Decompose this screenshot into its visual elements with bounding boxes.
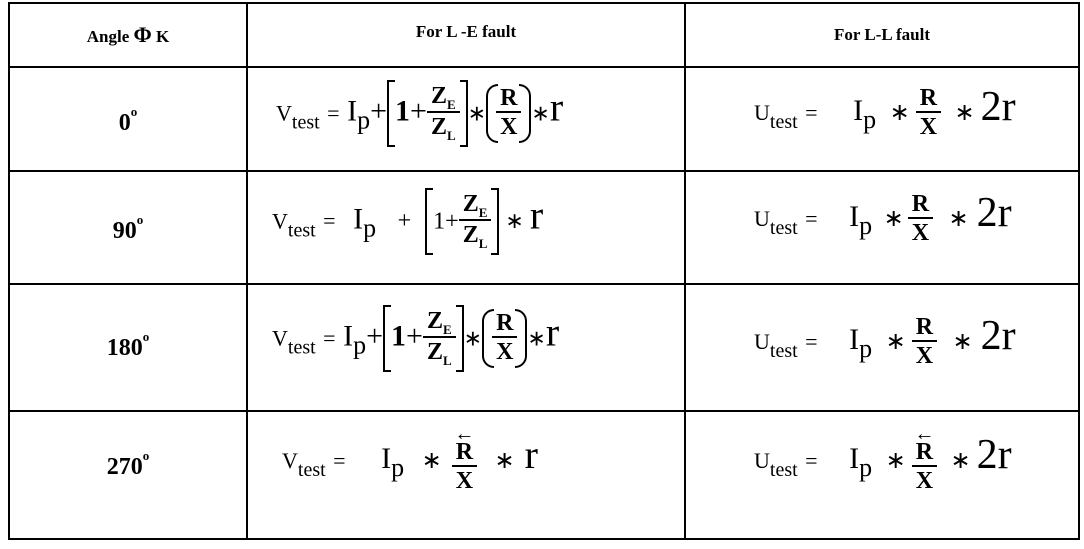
header-angle-k: K (156, 27, 170, 46)
angle-cell: 180o (8, 283, 248, 412)
header-angle: Angle Φ K (8, 2, 248, 68)
degree-mark: o (142, 448, 150, 463)
angle-value: 0 (118, 110, 131, 136)
degree-mark: o (136, 212, 144, 227)
angle-cell: 270o (8, 410, 248, 540)
angle-value: 90 (112, 218, 137, 244)
fault-test-table: Angle Φ K For L -E fault For L-L fault 0… (8, 2, 1080, 540)
left-arrow-icon: ← (454, 423, 475, 445)
left-arrow-icon: ← (914, 423, 935, 445)
angle-cell: 0o (8, 66, 248, 172)
phi-symbol: Φ (133, 22, 152, 47)
header-row: Angle Φ K For L -E fault For L-L fault (8, 2, 1080, 68)
degree-mark: o (130, 104, 138, 119)
header-angle-label: Angle (86, 27, 130, 46)
degree-mark: o (142, 329, 150, 344)
angle-value: 270 (106, 454, 143, 480)
angle-value: 180 (106, 335, 143, 361)
header-le-fault: For L -E fault (246, 2, 686, 68)
header-ll-fault: For L-L fault (684, 2, 1080, 68)
angle-cell: 90o (8, 170, 248, 285)
